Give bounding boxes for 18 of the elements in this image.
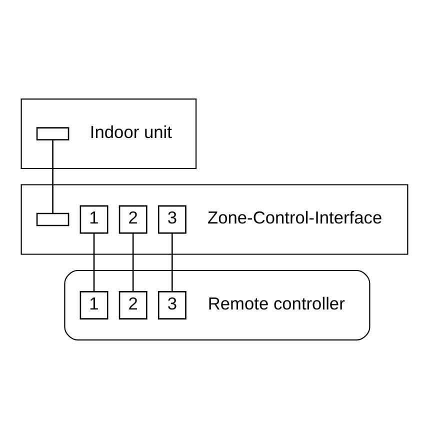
node-box: [36, 127, 70, 140]
connector: [93, 233, 95, 292]
node-box: 2: [118, 205, 148, 234]
cluster: [20, 98, 197, 170]
node-box: 2: [118, 291, 148, 320]
node-label: Zone-Control-Interface: [207, 208, 382, 228]
node-box: [36, 212, 70, 226]
connector: [132, 233, 134, 292]
node-box: 3: [158, 205, 186, 234]
node-box: 1: [80, 205, 108, 234]
node-label: Remote controller: [208, 293, 345, 314]
node-label: Indoor unit: [90, 122, 172, 142]
node-box: 3: [158, 291, 186, 320]
connector: [172, 233, 173, 292]
cluster: [20, 184, 408, 255]
node-box: 1: [80, 291, 108, 320]
cluster: [64, 270, 370, 341]
connector: [52, 140, 54, 214]
